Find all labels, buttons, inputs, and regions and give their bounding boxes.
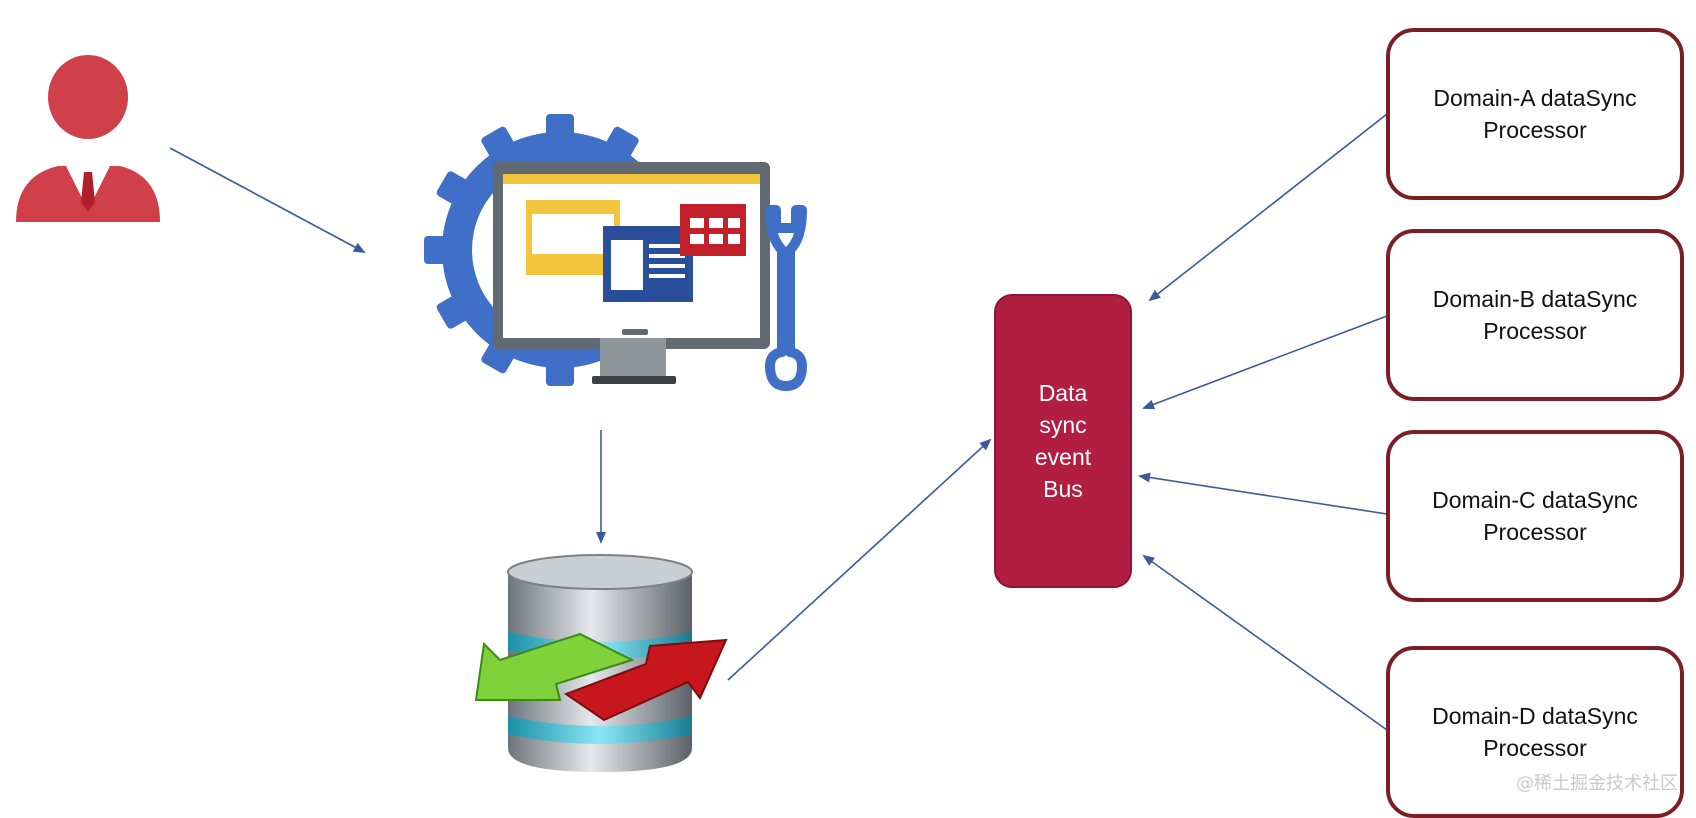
- gear-monitor-icon: [424, 114, 807, 391]
- arrows: [169, 113, 1388, 731]
- bus-label: Data sync event Bus: [1034, 380, 1092, 502]
- watermark-text: @稀土掘金技术社区: [1516, 773, 1678, 794]
- arrow-user-to-app: [169, 147, 366, 253]
- processor-box-domain-b: Domain-B dataSync Processor: [1386, 229, 1684, 401]
- processor-label-domain-c: Domain-C dataSync Processor: [1432, 487, 1638, 545]
- arrow-b-to-bus: [1142, 315, 1388, 410]
- processor-label-domain-d: Domain-D dataSync Processor: [1432, 703, 1638, 761]
- processor-label-domain-b: Domain-B dataSync Processor: [1432, 286, 1638, 344]
- arrow-a-to-bus: [1148, 113, 1388, 302]
- processor-label-domain-a: Domain-A dataSync Processor: [1433, 85, 1637, 143]
- arrow-c-to-bus: [1138, 472, 1388, 515]
- database-sync-icon: [474, 554, 728, 772]
- diagram-canvas: [16, 55, 1388, 772]
- processor-box-domain-c: Domain-C dataSync Processor: [1386, 430, 1684, 602]
- data-sync-event-bus: Data sync event Bus: [994, 294, 1132, 588]
- arrow-db-to-bus: [727, 438, 992, 681]
- user-icon: [16, 55, 160, 222]
- arrow-d-to-bus: [1142, 554, 1388, 731]
- processor-box-domain-a: Domain-A dataSync Processor: [1386, 28, 1684, 200]
